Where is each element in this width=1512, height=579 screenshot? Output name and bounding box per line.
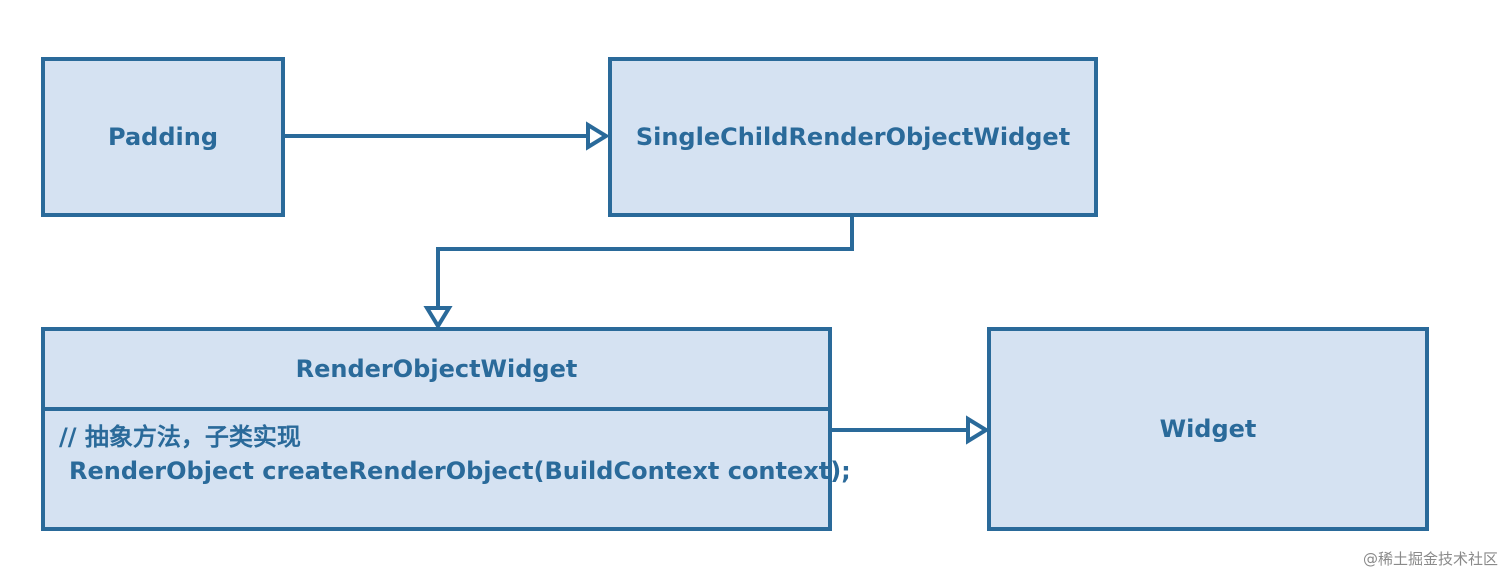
method-signature: RenderObject createRenderObject(BuildCon… <box>69 457 851 485</box>
render-object-widget-node: RenderObjectWidget // 抽象方法，子类实现 RenderOb… <box>41 327 851 531</box>
method-comment: // 抽象方法，子类实现 <box>59 423 301 451</box>
padding-node: Padding <box>41 57 285 217</box>
padding-label: Padding <box>108 123 218 151</box>
arrow-single-child-to-render-object-widget <box>423 217 854 330</box>
render-object-widget-body: // 抽象方法，子类实现 RenderObject createRenderOb… <box>59 420 851 488</box>
arrow-render-object-widget-to-widget <box>832 415 990 445</box>
watermark: @稀土掘金技术社区 <box>1362 550 1498 568</box>
render-object-widget-title: RenderObjectWidget <box>45 331 828 411</box>
widget-node: Widget <box>987 327 1429 531</box>
single-child-label: SingleChildRenderObjectWidget <box>635 123 1071 151</box>
widget-label: Widget <box>1159 415 1257 443</box>
single-child-render-object-widget-node: SingleChildRenderObjectWidget <box>608 57 1098 217</box>
arrow-padding-to-single-child <box>285 121 610 151</box>
